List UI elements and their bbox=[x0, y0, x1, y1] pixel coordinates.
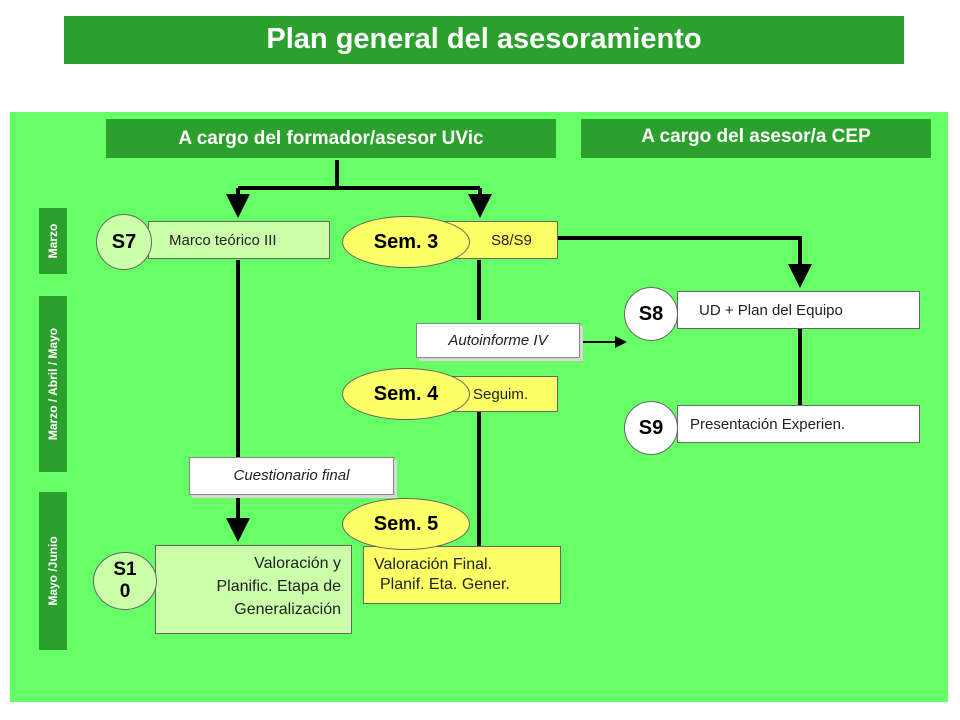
session-badge-s8: S8 bbox=[624, 287, 678, 341]
session-badge-s10: S1 0 bbox=[93, 552, 157, 610]
period-label-marzo-abril-mayo: Marzo / Abril / Mayo bbox=[39, 296, 67, 472]
header-cep: A cargo del asesor/a CEP bbox=[581, 119, 931, 158]
header-uvic: A cargo del formador/asesor UVic bbox=[106, 119, 556, 158]
box-valoracion-final: Valoración Final. Planif. Eta. Gener. bbox=[363, 546, 561, 604]
callout-cuestionario-final: Cuestionario final bbox=[189, 457, 394, 495]
session-badge-sem4: Sem. 4 bbox=[342, 368, 470, 420]
box-marco-teorico: Marco teórico III bbox=[148, 221, 330, 259]
box-line: Planific. Etapa de bbox=[216, 578, 341, 595]
session-badge-s7: S7 bbox=[96, 214, 152, 270]
box-line: Valoración y bbox=[254, 555, 341, 572]
box-line: Generalización bbox=[234, 601, 341, 618]
callout-autoinforme: Autoinforme IV bbox=[416, 323, 580, 358]
box-ud-plan-equipo: UD + Plan del Equipo bbox=[677, 291, 920, 329]
badge-line: 0 bbox=[119, 581, 131, 602]
arrow-to-ud-plan bbox=[558, 236, 812, 288]
session-badge-s9: S9 bbox=[624, 401, 678, 455]
badge-line: S1 bbox=[113, 559, 137, 580]
box-line: Planif. Eta. Gener. bbox=[380, 576, 510, 593]
session-badge-sem3: Sem. 3 bbox=[342, 216, 470, 268]
period-label-mayo-junio: Mayo /Junio bbox=[39, 492, 67, 650]
box-presentacion-experien: Presentación Experien. bbox=[677, 405, 920, 443]
box-valoracion-planific: Valoración y Planific. Etapa de Generali… bbox=[155, 545, 352, 634]
page-title: Plan general del asesoramiento bbox=[64, 16, 904, 64]
box-line: Valoración Final. bbox=[374, 556, 492, 573]
session-badge-sem5: Sem. 5 bbox=[342, 498, 470, 550]
period-label-marzo: Marzo bbox=[39, 208, 67, 274]
